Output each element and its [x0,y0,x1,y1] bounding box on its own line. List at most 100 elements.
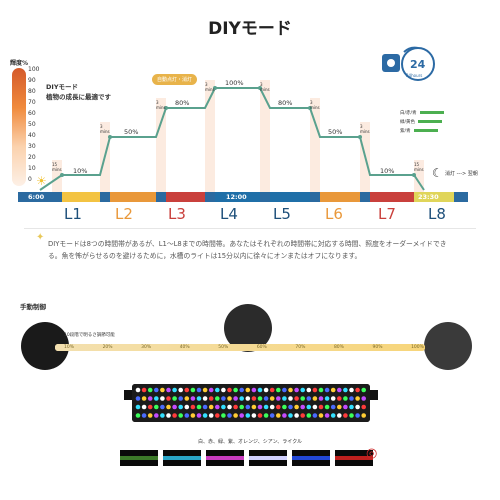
led-dot [245,404,251,410]
legend-label: 白/赤/青 [400,110,417,116]
led-dot [245,413,251,418]
led-dot [306,396,312,401]
led-dot [282,413,287,418]
ramp-label: 3 mins [360,124,370,134]
led-dot [355,387,360,393]
led-dot [184,396,190,401]
led-dot [166,413,171,418]
led-dot [221,387,226,393]
segment-label-l8: L8 [428,205,446,223]
led-dot [330,413,336,418]
led-dot [312,413,318,418]
segment-percent: 80% [175,99,190,107]
led-dot [349,396,354,401]
led-dot [349,404,354,410]
dim-steps: 10% 20% 30% 40% 50% 60% 70% 80% 90% 100% [64,345,424,350]
dim-step: 60% [256,345,267,350]
ramp-label: 3 mins [310,100,320,110]
segment-percent: 50% [124,128,139,136]
led-dot [208,404,214,410]
led-dot [221,396,226,401]
legend-label: 紫/青 [400,128,411,134]
page-title: DIYモード [208,19,292,39]
led-dot [263,413,269,418]
led-dot [227,396,232,401]
segment-percent: 10% [380,167,395,175]
led-dot [233,413,238,418]
led-dot [172,396,177,401]
y-tick: 100 [28,66,40,73]
led-dot [166,387,171,393]
legend-bar [419,111,444,114]
led-dot [337,396,342,401]
led-dot [318,396,324,401]
led-dot [227,387,232,393]
clock-24h-icon: 24 24hours [380,42,436,86]
led-dot [312,396,318,401]
led-dot [361,387,366,393]
sparkle-icon: ✦ [36,232,45,243]
mode-note: DIYモード 植物の成長に最適です [46,82,111,102]
led-dot [245,387,251,393]
led-dot [306,413,312,418]
manual-dim-scale [21,304,472,370]
time-noon: 12:00 [226,193,247,201]
manual-control-title: 手動制御 [20,303,46,311]
segment-label-l5: L5 [273,205,291,223]
segment-label-l6: L6 [325,205,343,223]
led-dot [306,387,312,393]
ramp-label: 3 mins [205,82,215,92]
led-dot [263,387,269,393]
led-dot [160,396,165,401]
led-dot [178,396,183,401]
led-dot [227,413,232,418]
led-dot [276,396,281,401]
color-swatch [292,450,330,466]
led-dot [300,404,305,410]
led-fixture-image [132,384,370,422]
y-tick: 70 [28,99,36,106]
color-swatch [120,450,158,466]
led-dot [318,413,324,418]
led-dot [141,387,147,393]
led-dot [227,404,232,410]
led-dot [294,387,299,393]
moon-label: 消灯 ---> 翌朝 [445,171,478,177]
led-dot [337,413,342,418]
led-dot [355,396,360,401]
led-dot [300,413,305,418]
led-dot [190,413,196,418]
y-tick: 30 [28,143,36,150]
led-dot [330,387,336,393]
dim-step: 100% [411,345,424,350]
led-dot [147,387,153,393]
legend-label: 緑/黄色 [400,119,416,125]
led-dot [202,404,208,410]
y-tick: 10 [28,165,36,172]
led-dot [306,404,312,410]
svg-text:24: 24 [410,58,426,71]
led-dot [178,413,183,418]
led-dot [160,413,165,418]
description-text: DIYモードは8つの時間帯があるが、L1～L8までの時間帯。あなたはそれぞれの時… [48,240,447,260]
led-dot [288,413,293,418]
led-dot [276,413,281,418]
dim-step: 90% [372,345,383,350]
led-dot [294,396,299,401]
led-dot [135,413,141,418]
ramp-label: 3 mins [156,100,166,110]
y-tick: 80 [28,88,36,95]
led-dot [312,404,318,410]
led-dot [288,396,293,401]
thermometer-bar [12,68,26,186]
divider [24,228,476,229]
ramp-label: 3 mins [260,82,270,92]
led-dot [245,396,251,401]
led-dot [135,404,141,410]
led-dot [361,413,366,418]
led-dot [141,413,147,418]
led-dot [184,413,190,418]
led-dot [166,404,171,410]
led-dot [330,404,336,410]
led-dot [184,404,190,410]
